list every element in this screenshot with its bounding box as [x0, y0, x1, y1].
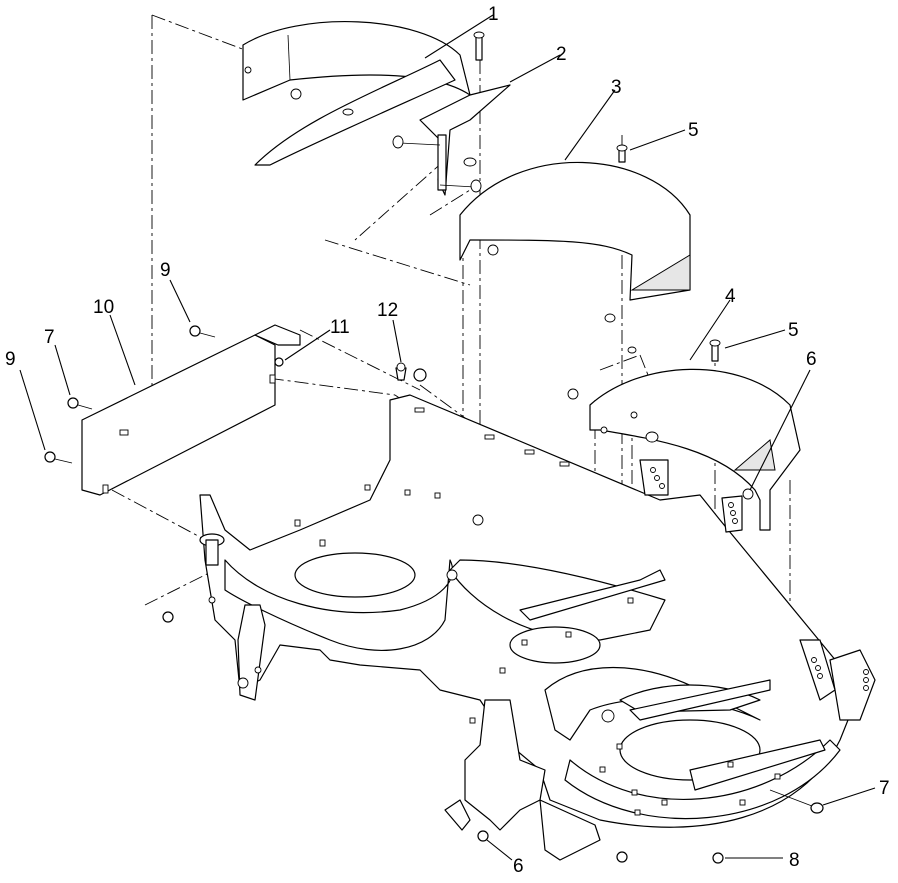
callout-8: 8 — [789, 850, 800, 871]
callout-6-right: 6 — [806, 349, 817, 370]
callout-5-lower: 5 — [788, 320, 799, 341]
callout-9-top: 9 — [160, 260, 171, 281]
blade-upper — [254, 59, 456, 166]
callout-labels: 1 2 3 4 5 5 6 6 7 7 8 9 9 10 11 12 — [5, 4, 890, 877]
callout-3: 3 — [611, 77, 622, 98]
callout-5-upper: 5 — [688, 120, 699, 141]
middle-baffle — [459, 144, 691, 354]
hardware — [44, 325, 824, 864]
callout-12: 12 — [377, 300, 398, 321]
callout-4: 4 — [725, 286, 736, 307]
callout-10: 10 — [93, 297, 114, 318]
upper-left-baffle — [242, 21, 471, 101]
callout-7-right: 7 — [879, 778, 890, 799]
leader-lines — [19, 14, 876, 861]
deck-slots — [208, 407, 869, 816]
callout-7-left: 7 — [44, 327, 55, 348]
callout-1: 1 — [488, 4, 499, 25]
right-baffle — [567, 339, 801, 531]
front-baffle-plate — [81, 324, 301, 496]
baffle-bracket — [392, 31, 511, 196]
callout-2: 2 — [556, 44, 567, 65]
callout-9-left: 9 — [5, 349, 16, 370]
callout-11: 11 — [330, 317, 350, 338]
callout-6-bottom: 6 — [513, 856, 524, 877]
